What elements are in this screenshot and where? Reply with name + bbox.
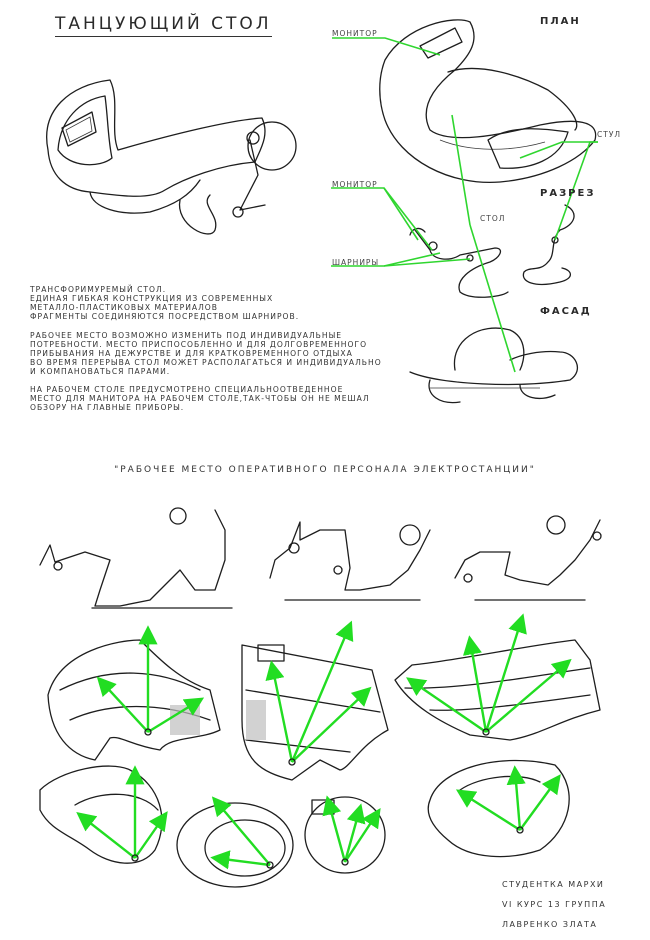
description-paragraph-2: РАБОЧЕЕ МЕСТО ВОЗМОЖНО ИЗМЕНИТЬ ПОД ИНДИ… (30, 331, 382, 376)
callout-monitor-plan: МОНИТОР (332, 29, 378, 38)
section-sketch (409, 204, 575, 298)
description-paragraph-3: НА РАБОЧЕМ СТОЛЕ ПРЕДУСМОТРЕНО СПЕЦИАЛЬН… (30, 385, 370, 412)
project-subtitle: "РАБОЧЕЕ МЕСТО ОПЕРАТИВНОГО ПЕРСОНАЛА ЭЛ… (114, 465, 536, 475)
section-view-label: РАЗРЕЗ (540, 188, 596, 199)
page-title: ТАНЦУЮЩИЙ СТОЛ (55, 14, 272, 37)
plan-view-label: ПЛАН (540, 16, 581, 27)
callout-table: СТОЛ (480, 214, 506, 223)
fan-plan-left (47, 625, 221, 761)
plan-sketch (379, 19, 597, 184)
facade-sketch (409, 327, 579, 404)
bottom-sketch-4 (427, 759, 570, 858)
fan-plan-right (394, 613, 601, 741)
callout-chair: СТУЛ (597, 130, 622, 139)
sketch-layer (39, 19, 602, 888)
callout-leaders (331, 37, 598, 373)
perspective-sketch (46, 79, 297, 235)
bottom-sketch-3 (304, 795, 386, 874)
author-line-3: ЛАВРЕНКО ЗЛАТА (502, 920, 598, 929)
callout-monitor-section: МОНИТОР (332, 180, 378, 189)
callout-hinges: ШАРНИРЫ (332, 258, 380, 267)
author-line-2: VI КУРС 13 ГРУППА (502, 900, 607, 909)
facade-view-label: ФАСАД (540, 306, 592, 317)
transformation-sketches (39, 507, 602, 609)
bottom-sketch-2 (176, 796, 294, 888)
description-paragraph-1: ТРАНСФОРИМУРЕМЫЙ СТОЛ. ЕДИНАЯ ГИБКАЯ КОН… (30, 285, 300, 321)
author-line-1: СТУДЕНТКА МАРХИ (502, 880, 605, 889)
author-block: СТУДЕНТКА МАРХИ VI КУРС 13 ГРУППА ЛАВРЕН… (502, 870, 606, 940)
fan-plan-middle (241, 620, 389, 781)
bottom-sketch-1 (39, 765, 168, 864)
